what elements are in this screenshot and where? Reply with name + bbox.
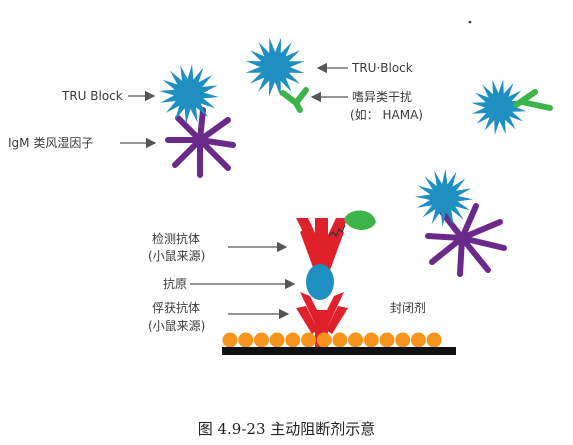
- label-detection-ab: 检测抗体: [152, 232, 201, 246]
- tru-block-star-right: [471, 79, 527, 135]
- igm-rf-shape-right: [425, 203, 507, 277]
- tru-block-star-bound: [415, 169, 473, 227]
- label-blocker: 封闭剂: [390, 301, 427, 315]
- hama-antibody-right: [513, 89, 553, 111]
- figure-caption: 图 4.9-23 主动阻断剂示意: [197, 420, 376, 438]
- pointer-arrows: [120, 62, 348, 320]
- stray-dot: [468, 20, 472, 24]
- antigen-ellipse: [306, 264, 334, 300]
- blocker-bead: [238, 332, 254, 348]
- detection-antibody: [296, 218, 348, 273]
- tru-block-star-left: [159, 64, 219, 124]
- label-linker: [328, 224, 346, 238]
- label-capture-source: (小鼠来源): [148, 319, 206, 333]
- blocker-bead: [253, 332, 269, 348]
- blocker-bead: [426, 332, 442, 348]
- label-tru-block-top: TRU·Block: [352, 61, 413, 75]
- blocker-bead: [410, 332, 426, 348]
- blocker-bead: [316, 332, 332, 348]
- label-detection-source: (小鼠来源): [148, 249, 206, 263]
- blocker-bead: [285, 332, 301, 348]
- label-tru-block-left: TRU Block: [62, 89, 123, 103]
- label-capture-ab: 俘获抗体: [152, 301, 201, 315]
- detection-label-green: [344, 210, 376, 230]
- label-antigen: 抗原: [163, 277, 188, 291]
- label-igm-rf: IgM 类风湿因子: [8, 136, 94, 150]
- blocker-bead: [363, 332, 379, 348]
- blocker-bead: [379, 332, 395, 348]
- blocker-bead: [332, 332, 348, 348]
- blocker-bead: [222, 332, 238, 348]
- igm-rf-shape: [165, 107, 236, 178]
- blocker-beads: [222, 332, 442, 348]
- solid-surface: [222, 347, 456, 355]
- hama-antibody-top: [280, 87, 309, 113]
- label-heterophilic: 嗜异类干扰: [352, 90, 413, 104]
- blocker-bead: [301, 332, 316, 348]
- blocker-bead: [269, 332, 285, 348]
- blocker-bead: [395, 332, 411, 348]
- label-hama: (如： HAMA): [350, 108, 423, 122]
- tru-block-star-top: [245, 37, 305, 97]
- blocker-bead: [348, 332, 364, 348]
